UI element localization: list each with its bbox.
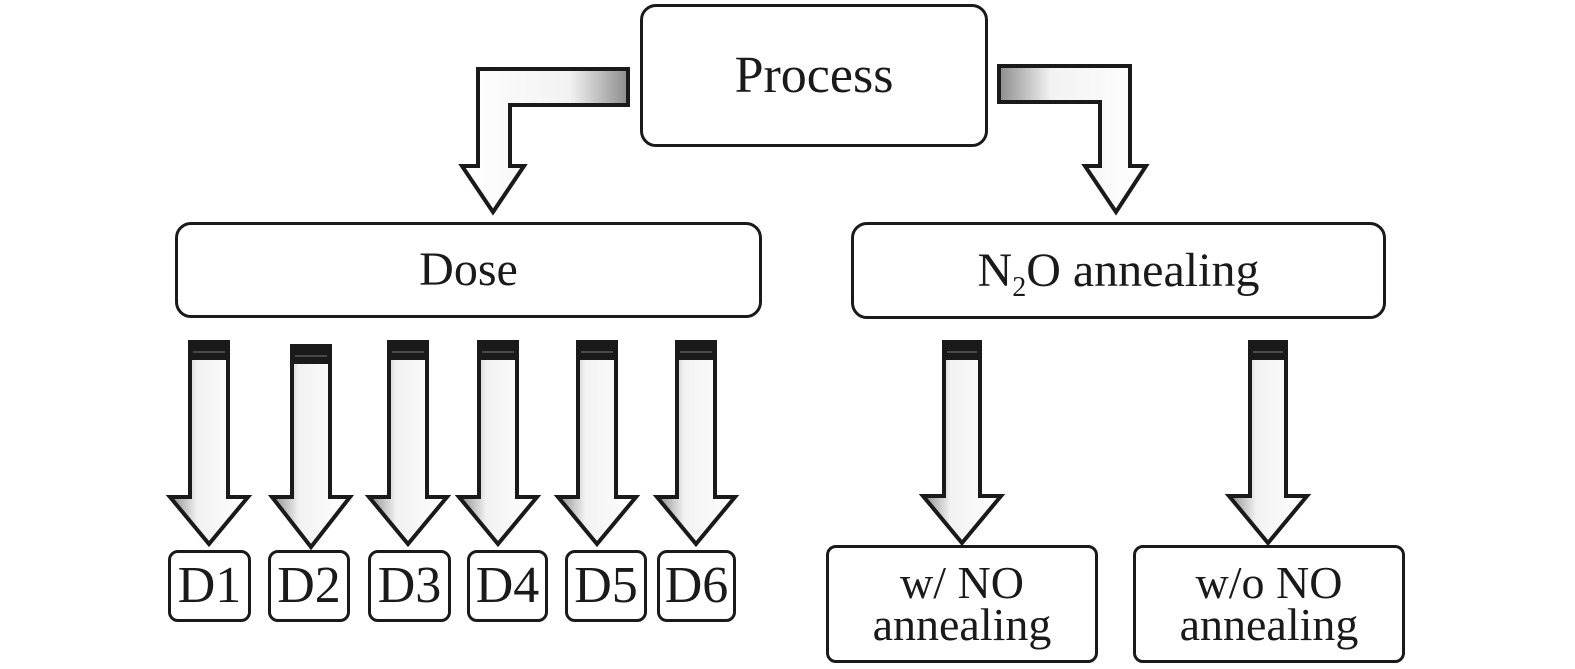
process-node: Process [640,4,988,147]
dose-d3-node: D3 [368,550,451,622]
dose-d4-label: D4 [475,557,540,614]
process-label: Process [734,46,894,104]
arrow-dose-to-d2 [267,344,355,551]
arrow-dose-to-d5 [553,340,641,548]
dose-label: Dose [419,243,518,296]
dose-d6-node: D6 [657,550,736,622]
with-no-annealing-label: w/ NO annealing [872,556,1052,650]
arrow-process-to-n2o [997,64,1150,216]
dose-d2-label: D2 [277,557,341,614]
dose-d1-label: D1 [177,557,242,614]
dose-d1-node: D1 [168,550,251,622]
arrow-dose-to-d4 [454,340,542,548]
dose-node: Dose [175,222,762,318]
with-no-annealing-line2: annealing [872,599,1052,650]
dose-d6-label: D6 [664,557,729,614]
dose-d4-node: D4 [467,550,548,622]
arrow-n2o-to-without-no [1224,340,1312,547]
arrow-dose-to-d1 [165,340,253,548]
with-no-annealing-node: w/ NO annealing [826,545,1098,663]
arrow-process-to-dose [458,67,630,216]
without-no-annealing-line1: w/o NO [1195,556,1343,608]
dose-d5-node: D5 [565,550,647,622]
without-no-annealing-node: w/o NO annealing [1133,545,1405,663]
n2o-annealing-label: N2O annealing [977,243,1260,301]
with-no-annealing-line1: w/ NO [900,556,1024,608]
without-no-annealing-line2: annealing [1179,599,1359,650]
dose-d2-node: D2 [268,550,350,622]
n2o-n: N [977,243,1013,297]
n2o-annealing-node: N2O annealing [851,222,1386,319]
arrow-dose-to-d3 [364,340,452,548]
n2o-rest: O annealing [1026,243,1260,297]
dose-d3-label: D3 [377,557,442,614]
arrow-n2o-to-with-no [918,340,1006,547]
without-no-annealing-label: w/o NO annealing [1179,556,1359,650]
dose-d5-label: D5 [574,557,638,614]
n2o-subscript: 2 [1012,271,1027,303]
arrow-dose-to-d6 [652,340,740,548]
